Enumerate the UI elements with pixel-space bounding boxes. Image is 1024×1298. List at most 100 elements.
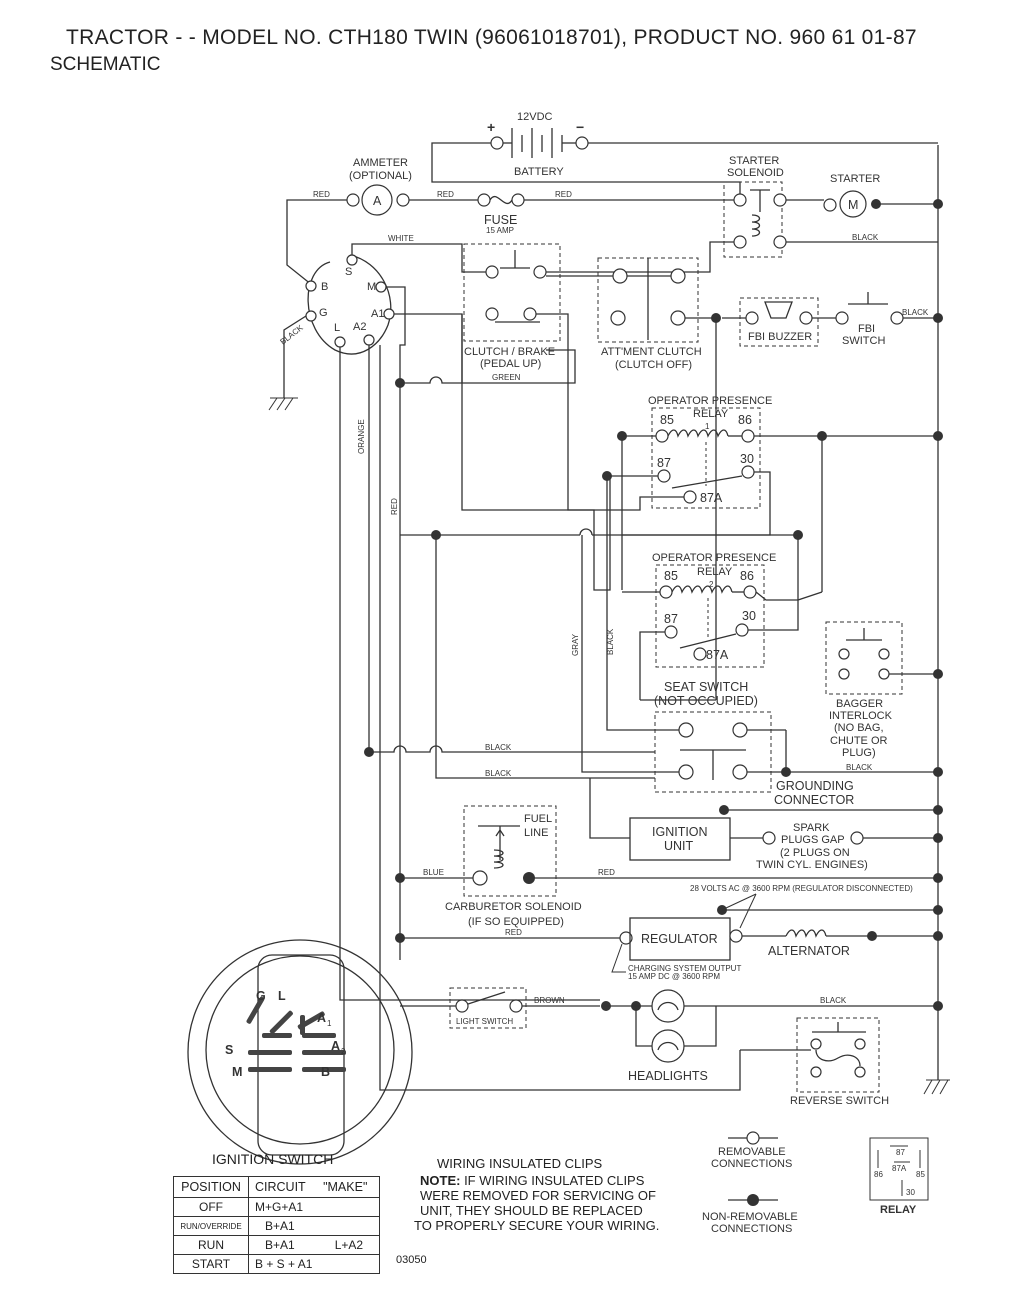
svg-text:RELAY: RELAY — [880, 1204, 917, 1216]
svg-text:87A: 87A — [706, 648, 729, 662]
svg-text:CONNECTIONS: CONNECTIONS — [711, 1223, 792, 1235]
svg-text:M: M — [232, 1065, 242, 1079]
svg-text:BROWN: BROWN — [534, 996, 565, 1005]
svg-text:87: 87 — [664, 612, 678, 626]
black-wire-label: BLACK — [606, 628, 615, 655]
battery-negative-terminal — [575, 136, 589, 150]
legend-nonremovable: NON-REMOVABLE CONNECTIONS — [702, 1194, 798, 1235]
attachment-clutch-switch: ATT'MENT CLUTCH (CLUTCH OFF) — [536, 257, 716, 591]
battery-label: BATTERY — [514, 166, 564, 178]
page-subtitle: SCHEMATIC — [50, 54, 161, 75]
svg-text:CHARGING SYSTEM OUTPUT: CHARGING SYSTEM OUTPUT — [628, 964, 741, 973]
svg-text:85: 85 — [664, 569, 678, 583]
svg-text:(2 PLUGS ON: (2 PLUGS ON — [780, 847, 850, 859]
ammeter: AMMETER (OPTIONAL) A RED — [286, 157, 412, 286]
svg-text:86: 86 — [874, 1170, 883, 1179]
note-line-2: WERE REMOVED FOR SERVICING OF — [420, 1188, 656, 1203]
ignition-switch-table: POSITION CIRCUIT "MAKE" OFF M+G+A1 RUN/O… — [173, 1176, 380, 1274]
svg-text:REMOVABLE: REMOVABLE — [718, 1146, 786, 1158]
svg-text:AMMETER: AMMETER — [353, 157, 408, 169]
svg-text:FUSE: FUSE — [484, 213, 517, 227]
svg-text:OPERATOR PRESENCE: OPERATOR PRESENCE — [652, 552, 776, 564]
svg-text:RELAY: RELAY — [697, 566, 733, 578]
ignition-switch-symbol: S B M G A1 L A2 WHITE BLACK — [268, 234, 741, 1091]
ignition-unit: IGNITION UNIT SPARK PLUGS GAP (2 PLUGS O… — [589, 778, 943, 871]
ignition-switch-face: G L A 1 S A 2 M B — [187, 939, 413, 1165]
svg-text:G: G — [256, 989, 266, 1003]
svg-text:S: S — [225, 1043, 233, 1057]
svg-text:CONNECTOR: CONNECTOR — [774, 793, 854, 807]
column-header-position: POSITION — [173, 1176, 249, 1198]
headlights: BLACK HEADLIGHTS — [606, 989, 943, 1083]
svg-text:ALTERNATOR: ALTERNATOR — [768, 944, 850, 958]
svg-text:REGULATOR: REGULATOR — [641, 932, 718, 946]
note-line-4: TO PROPERLY SECURE YOUR WIRING. — [414, 1218, 660, 1233]
svg-text:28 VOLTS AC @ 3600 RPM (REGULA: 28 VOLTS AC @ 3600 RPM (REGULATOR DISCON… — [690, 884, 913, 893]
operator-presence-relay-1: OPERATOR PRESENCE RELAY 1 85 86 87 30 87… — [461, 314, 943, 536]
svg-text:IGNITION: IGNITION — [652, 825, 708, 839]
svg-text:LIGHT SWITCH: LIGHT SWITCH — [456, 1017, 513, 1026]
svg-text:BLACK: BLACK — [485, 743, 512, 752]
svg-text:2: 2 — [341, 1047, 346, 1056]
svg-text:LINE: LINE — [524, 827, 548, 839]
gray-wire-label: GRAY — [571, 633, 580, 656]
note-line-3: UNIT, THEY SHOULD BE REPLACED — [420, 1203, 643, 1218]
svg-text:FBI BUZZER: FBI BUZZER — [748, 331, 812, 343]
svg-text:FUEL: FUEL — [524, 813, 552, 825]
table-row: START B + S + A1 — [173, 1254, 380, 1274]
orange-wire-label: ORANGE — [357, 419, 366, 454]
svg-text:STARTER: STARTER — [729, 155, 779, 167]
red-wire-label: RED — [390, 498, 399, 515]
svg-text:RED: RED — [437, 190, 454, 199]
seat-switch: SEAT SWITCH (NOT OCCUPIED) BLACK GROUNDI… — [581, 476, 943, 807]
battery-voltage-label: 12VDC — [517, 111, 553, 123]
svg-text:(OPTIONAL): (OPTIONAL) — [349, 170, 412, 182]
svg-text:GREEN: GREEN — [492, 373, 521, 382]
svg-text:SPARK: SPARK — [793, 822, 830, 834]
svg-text:B: B — [321, 281, 328, 293]
svg-text:85: 85 — [916, 1170, 925, 1179]
svg-text:30: 30 — [906, 1188, 915, 1197]
svg-text:A2: A2 — [353, 321, 366, 333]
svg-text:(NOT OCCUPIED): (NOT OCCUPIED) — [654, 694, 758, 708]
svg-text:2: 2 — [709, 580, 714, 589]
battery-minus-label: − — [576, 119, 584, 135]
black-wires: BLACK BLACK — [364, 535, 655, 779]
legend-relay: 87 86 87A 85 30 RELAY — [869, 1137, 929, 1216]
svg-text:REVERSE SWITCH: REVERSE SWITCH — [790, 1095, 889, 1107]
svg-text:86: 86 — [740, 569, 754, 583]
svg-text:NON-REMOVABLE: NON-REMOVABLE — [702, 1211, 798, 1223]
svg-text:M: M — [848, 198, 858, 212]
clutch-brake-switch: CLUTCH / BRAKE (PEDAL UP) — [463, 243, 561, 370]
svg-text:M: M — [367, 281, 376, 293]
wiring-clips-heading: WIRING INSULATED CLIPS — [437, 1156, 603, 1171]
drawing-code: 03050 — [396, 1254, 427, 1266]
svg-text:CONNECTIONS: CONNECTIONS — [711, 1158, 792, 1170]
ground-bus — [923, 145, 950, 1095]
page-title: TRACTOR - - MODEL NO. CTH180 TWIN (96061… — [66, 26, 917, 49]
svg-text:ATT'MENT CLUTCH: ATT'MENT CLUTCH — [601, 346, 702, 358]
carburetor-solenoid: FUEL LINE BLUE RED CARBURETOR SOLENOID (… — [395, 805, 943, 928]
svg-text:HEADLIGHTS: HEADLIGHTS — [628, 1069, 708, 1083]
svg-text:STARTER: STARTER — [830, 173, 880, 185]
svg-text:87A: 87A — [892, 1164, 907, 1173]
svg-text:RELAY: RELAY — [693, 408, 729, 420]
svg-text:TWIN CYL. ENGINES): TWIN CYL. ENGINES) — [756, 859, 868, 871]
green-wire: GREEN — [395, 373, 521, 388]
svg-text:BLACK: BLACK — [902, 308, 929, 317]
svg-text:PLUGS GAP: PLUGS GAP — [781, 834, 845, 846]
svg-text:RED: RED — [555, 190, 572, 199]
svg-text:(CLUTCH OFF): (CLUTCH OFF) — [615, 359, 692, 371]
battery: 12VDC + − BATTERY — [431, 111, 938, 195]
svg-text:A: A — [317, 1011, 326, 1025]
svg-text:L: L — [278, 989, 286, 1003]
svg-text:OPERATOR PRESENCE: OPERATOR PRESENCE — [648, 395, 772, 407]
table-row: RUN/OVERRIDE B+A1 — [173, 1216, 380, 1236]
svg-text:15 AMP: 15 AMP — [486, 226, 514, 235]
fuse: RED FUSE 15 AMP RED — [409, 190, 734, 235]
svg-text:1: 1 — [327, 1019, 332, 1028]
fbi-buzzer: FBI BUZZER — [711, 297, 819, 700]
svg-text:WHITE: WHITE — [388, 234, 414, 243]
svg-text:BLACK: BLACK — [846, 763, 873, 772]
